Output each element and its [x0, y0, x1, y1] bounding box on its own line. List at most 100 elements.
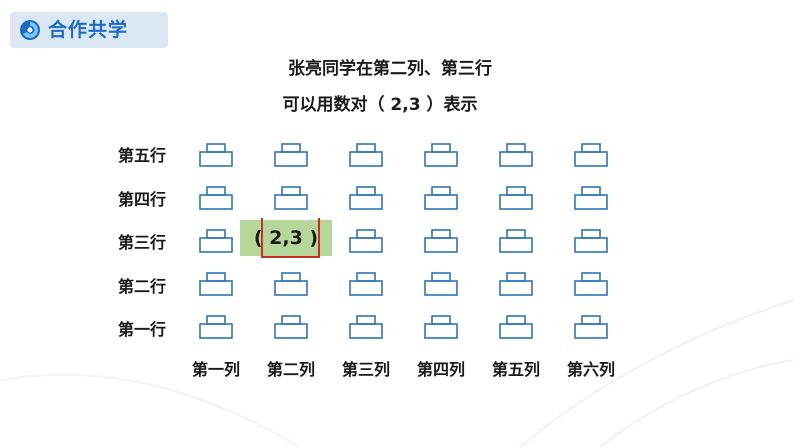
desk-back	[356, 186, 376, 196]
row-label-5: 第五行	[117, 146, 166, 165]
desk-back	[506, 229, 526, 239]
desk-icon	[274, 186, 308, 210]
highlight-seat	[240, 220, 332, 256]
row-label-1: 第一行	[117, 320, 166, 339]
desk-icon	[499, 186, 533, 210]
desk-top	[499, 280, 533, 296]
desk-back	[356, 315, 376, 325]
desk-icon	[424, 229, 458, 253]
desk-icon	[574, 272, 608, 296]
desk-top	[499, 323, 533, 339]
desk-top	[274, 323, 308, 339]
desk-top	[424, 237, 458, 253]
desk-top	[499, 194, 533, 210]
intro-line-2: 可以用数对（ 2,3 ）表示	[282, 95, 478, 115]
desk-back	[281, 315, 301, 325]
desk-icon	[274, 143, 308, 167]
desk-icon	[199, 186, 233, 210]
desk-top	[349, 151, 383, 167]
desk-icon	[574, 229, 608, 253]
desk-top	[424, 323, 458, 339]
desk-back	[431, 272, 451, 282]
desk-icon	[274, 315, 308, 339]
desk-icon	[574, 315, 608, 339]
col-label-1: 第一列	[191, 360, 240, 379]
highlight-coordinate: ( 2,3 )	[253, 227, 319, 249]
highlight-marker-left	[261, 218, 263, 258]
desk-back	[506, 143, 526, 153]
header-badge: 合作共学	[10, 12, 168, 48]
desk-back	[206, 315, 226, 325]
desk-icon	[349, 143, 383, 167]
col-label-6: 第六列	[566, 360, 615, 379]
desk-back	[506, 272, 526, 282]
desk-top	[274, 151, 308, 167]
desk-icon	[199, 272, 233, 296]
desk-back	[356, 229, 376, 239]
desk-top	[424, 194, 458, 210]
desk-icon	[199, 315, 233, 339]
desk-back	[356, 143, 376, 153]
highlight-marker-right	[318, 218, 320, 258]
desk-back	[431, 186, 451, 196]
desk-top	[199, 323, 233, 339]
col-label-3: 第三列	[341, 360, 390, 379]
desk-top	[499, 151, 533, 167]
desk-back	[206, 229, 226, 239]
swirl-logo-icon	[20, 20, 40, 40]
desk-icon	[424, 315, 458, 339]
desk-top	[199, 237, 233, 253]
desk-top	[574, 194, 608, 210]
desk-icon	[349, 315, 383, 339]
desk-top	[274, 280, 308, 296]
desk-top	[574, 151, 608, 167]
desk-top	[349, 323, 383, 339]
desk-back	[431, 143, 451, 153]
desk-back	[431, 315, 451, 325]
desk-back	[581, 272, 601, 282]
desk-top	[199, 280, 233, 296]
desk-top	[274, 194, 308, 210]
row-label-3: 第三行	[117, 233, 166, 252]
desk-top	[349, 237, 383, 253]
row-label-4: 第四行	[117, 190, 166, 209]
header-title: 合作共学	[48, 19, 129, 41]
col-label-5: 第五列	[491, 360, 540, 379]
desk-top	[199, 194, 233, 210]
desk-icon	[499, 229, 533, 253]
desk-icon	[424, 272, 458, 296]
desk-top	[499, 237, 533, 253]
desk-icon	[199, 143, 233, 167]
desk-back	[206, 143, 226, 153]
desk-icon	[499, 272, 533, 296]
desk-back	[506, 315, 526, 325]
desk-back	[581, 186, 601, 196]
desk-back	[431, 229, 451, 239]
desk-back	[506, 186, 526, 196]
col-label-4: 第四列	[416, 360, 465, 379]
desk-icon	[349, 229, 383, 253]
intro-line-1: 张亮同学在第二列、第三行	[288, 59, 492, 79]
desk-back	[581, 143, 601, 153]
desk-top	[199, 151, 233, 167]
desk-back	[581, 315, 601, 325]
desk-back	[206, 272, 226, 282]
row-label-2: 第二行	[117, 277, 166, 296]
desk-back	[581, 229, 601, 239]
desk-top	[349, 194, 383, 210]
desk-icon	[574, 186, 608, 210]
col-label-2: 第二列	[266, 360, 315, 379]
highlight-marker-bottom	[261, 256, 320, 258]
desk-back	[356, 272, 376, 282]
desk-top	[424, 280, 458, 296]
desk-icon	[574, 143, 608, 167]
desk-top	[574, 280, 608, 296]
desk-icon	[199, 229, 233, 253]
desk-icon	[424, 143, 458, 167]
desk-top	[424, 151, 458, 167]
desk-back	[281, 272, 301, 282]
desk-icon	[424, 186, 458, 210]
desk-top	[349, 280, 383, 296]
desk-top	[574, 237, 608, 253]
